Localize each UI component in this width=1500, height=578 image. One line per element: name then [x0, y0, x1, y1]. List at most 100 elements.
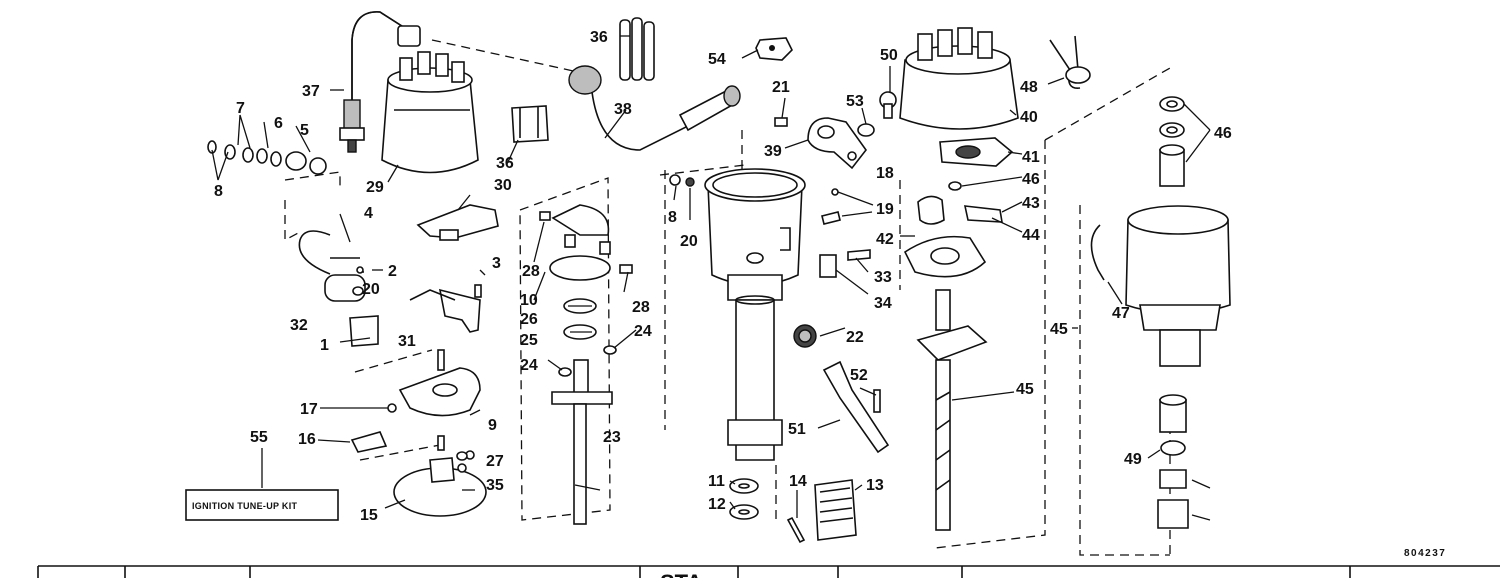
callout-44: 44 — [1022, 227, 1040, 244]
distributor-cap-part — [381, 51, 479, 174]
drive-gear-part — [786, 479, 857, 544]
condenser-bracket-part — [349, 315, 379, 347]
assembly-dashed-lines — [284, 39, 1171, 556]
callout-6: 6 — [274, 115, 283, 132]
callout-24-right: 24 — [634, 323, 652, 340]
callout-26: 26 — [520, 311, 538, 328]
housing-right-part — [1090, 205, 1231, 367]
callout-48: 48 — [1020, 79, 1038, 96]
callout-54: 54 — [708, 51, 726, 68]
callout-47: 47 — [1112, 305, 1130, 322]
callout-21: 21 — [772, 79, 790, 96]
callout-40: 40 — [1020, 109, 1038, 126]
callout-35: 35 — [486, 477, 504, 494]
callout-39: 39 — [764, 143, 782, 160]
callout-23: 23 — [603, 429, 621, 446]
breaker-plate-left-part — [398, 349, 481, 417]
callout-12: 12 — [708, 496, 726, 513]
callout-38: 38 — [614, 101, 632, 118]
small-hardware-part — [755, 37, 793, 127]
callout-16: 16 — [298, 431, 316, 448]
callout-45-housing: 45 — [1050, 321, 1068, 338]
callout-14: 14 — [789, 473, 807, 490]
points-screw-part — [821, 188, 841, 225]
base-plate-part — [393, 435, 487, 517]
kit-box-label: IGNITION TUNE-UP KIT — [192, 501, 298, 511]
table-header-edge: STA — [37, 565, 1500, 578]
callout-55: 55 — [250, 429, 268, 446]
small-washers-part — [207, 140, 482, 298]
callout-24-left: 24 — [520, 357, 538, 374]
callout-52: 52 — [850, 367, 868, 384]
callout-15: 15 — [360, 507, 378, 524]
callout-19: 19 — [876, 201, 894, 218]
clip-part — [511, 105, 549, 143]
cam-hardware-part — [456, 211, 633, 461]
lead-wire-part — [1049, 35, 1091, 89]
rotor-part — [939, 137, 1014, 167]
callout-17: 17 — [300, 401, 318, 418]
callout-25: 25 — [520, 332, 538, 349]
hold-down-clamp-part — [807, 117, 867, 170]
callout-31: 31 — [398, 333, 416, 350]
callout-8-center: 8 — [668, 209, 677, 226]
callout-51: 51 — [788, 421, 806, 438]
callout-20-left: 20 — [362, 281, 380, 298]
callout-50: 50 — [880, 47, 898, 64]
callout-11: 11 — [708, 473, 725, 490]
ring-part — [948, 181, 962, 191]
breaker-plate-part — [903, 195, 1003, 278]
bushing-set-part — [1159, 96, 1185, 187]
spark-plug-wire-part — [568, 65, 741, 151]
callout-numbers: 1 2 3 4 5 6 7 8 8 9 10 11 12 13 14 15 16… — [214, 29, 1232, 524]
main-shaft-part — [551, 359, 613, 525]
bracket-part — [819, 249, 871, 278]
figure-code: 804237 — [1404, 548, 1446, 559]
callout-33: 33 — [874, 269, 892, 286]
callout-7: 7 — [236, 100, 245, 117]
callout-28-right: 28 — [632, 299, 650, 316]
callout-45-shaft: 45 — [1016, 381, 1034, 398]
callout-10: 10 — [520, 292, 538, 309]
callout-18: 18 — [876, 165, 894, 182]
callout-4: 4 — [364, 205, 373, 222]
leader-lines — [211, 35, 1211, 518]
callout-49: 49 — [1124, 451, 1142, 468]
advance-weights-part — [549, 204, 611, 340]
distributor-housing-part — [669, 168, 806, 461]
callout-43: 43 — [1022, 195, 1040, 212]
callout-13: 13 — [866, 477, 884, 494]
oil-plug-part — [793, 324, 817, 348]
callout-3: 3 — [492, 255, 501, 272]
callout-42: 42 — [876, 231, 894, 248]
callout-41: 41 — [1022, 149, 1040, 166]
callout-8-left: 8 — [214, 183, 223, 200]
callout-36-clip: 36 — [496, 155, 514, 172]
callout-53: 53 — [846, 93, 864, 110]
callout-37: 37 — [302, 83, 320, 100]
callout-34: 34 — [874, 295, 892, 312]
callout-2: 2 — [388, 263, 397, 280]
callout-9: 9 — [488, 417, 497, 434]
callout-20-center: 20 — [680, 233, 698, 250]
thrust-washers-part — [729, 478, 759, 520]
ignition-kit-box: IGNITION TUNE-UP KIT — [185, 489, 339, 521]
lower-bushing-stack-part — [1157, 394, 1211, 529]
distributor-shaft-right-part — [916, 289, 988, 531]
callout-46-center: 46 — [1022, 171, 1040, 188]
washer-bolt-part — [857, 91, 897, 137]
table-header-fragment: STA — [660, 570, 702, 578]
coil-wire-part — [339, 11, 421, 153]
distributor-cap-right-part — [899, 27, 1019, 130]
callout-1: 1 — [320, 337, 329, 354]
callout-28-left: 28 — [522, 263, 540, 280]
mounting-bracket-part — [822, 360, 890, 454]
spring-clip-part — [350, 403, 397, 453]
callout-5: 5 — [300, 122, 309, 139]
rotor-left-part — [416, 204, 499, 241]
contact-points-part — [409, 288, 481, 333]
callout-27: 27 — [486, 453, 504, 470]
callout-46-right: 46 — [1214, 125, 1232, 142]
spark-plug-boots-part — [619, 17, 655, 81]
